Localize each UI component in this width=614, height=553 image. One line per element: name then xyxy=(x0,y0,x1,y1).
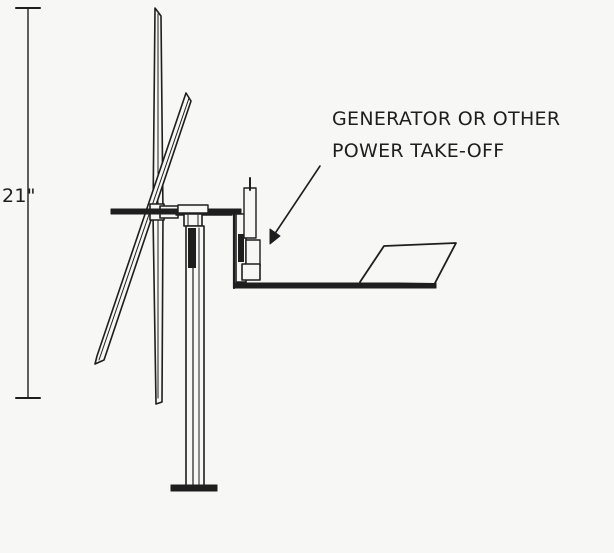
base-plate xyxy=(170,484,218,492)
callout-text-line-1: GENERATOR OR OTHER xyxy=(332,108,561,130)
callout-text-line-2: POWER TAKE-OFF xyxy=(332,140,505,162)
generator xyxy=(235,177,261,283)
height-dimension-label: 21" xyxy=(2,185,36,207)
main-shaft xyxy=(110,208,242,216)
tail-vane xyxy=(359,242,457,284)
tail-boom xyxy=(232,210,437,290)
tower-post xyxy=(185,225,205,489)
callout-arrow xyxy=(269,165,321,245)
propeller-blade-diagonal xyxy=(94,92,192,365)
height-dimension xyxy=(15,7,41,399)
